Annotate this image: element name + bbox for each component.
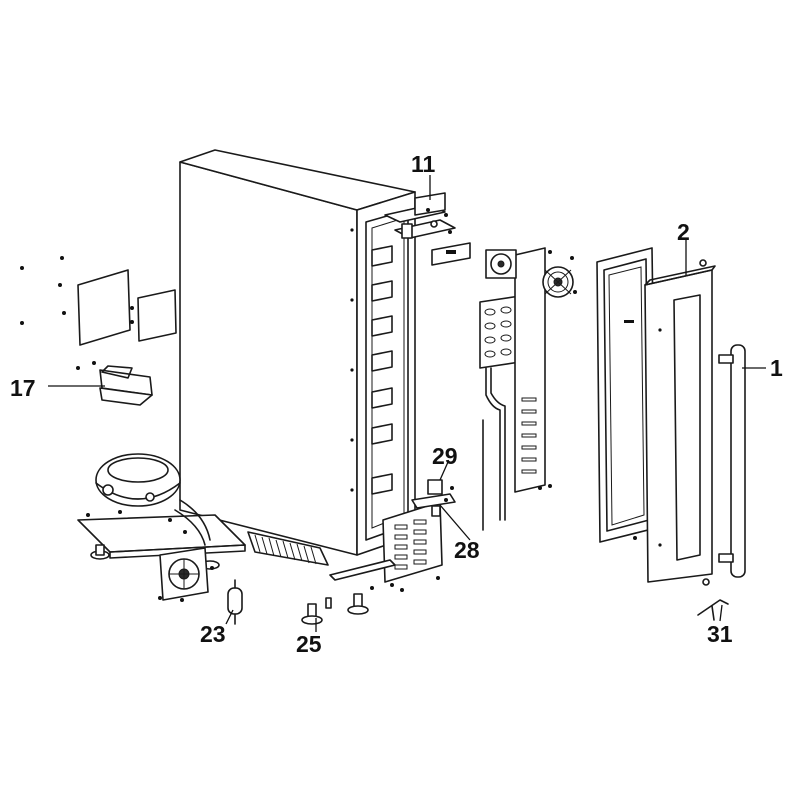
callout-28: 28: [454, 537, 480, 563]
drain-tray-part: [76, 361, 153, 406]
top-hinge-part: [384, 192, 471, 266]
leveling-legs-part: [301, 593, 369, 625]
glass-door-part: [644, 259, 716, 586]
callout-17: 17: [10, 375, 36, 401]
evaporator-assembly: [479, 295, 521, 531]
bottom-grille: [329, 501, 443, 592]
hinge-pin-part: [697, 599, 729, 621]
callout-29: 29: [432, 443, 458, 469]
evaporator-fan-bracket: [485, 247, 577, 493]
shelf-rails: [371, 245, 393, 495]
callout-11: 11: [411, 151, 436, 177]
callout-25: 25: [296, 631, 322, 657]
callout-1: 1: [770, 355, 783, 381]
condenser-coil: [247, 531, 329, 566]
cabinet-body: [179, 149, 416, 556]
callout-2: 2: [677, 219, 690, 245]
door-handle-part: [718, 344, 746, 578]
filter-drier-part: [227, 579, 243, 625]
condenser-fan: [158, 547, 214, 602]
door-gasket: [596, 247, 657, 543]
callout-31: 31: [707, 621, 733, 647]
bottom-hinge-part: [411, 479, 456, 517]
callout-23: 23: [200, 621, 226, 647]
leader-lines: [48, 175, 766, 632]
callout-labels: 11 2 1 17 29 28 23 25 31: [10, 151, 783, 657]
back-cover-panels: [20, 256, 177, 346]
compressor-assembly: [77, 453, 246, 570]
